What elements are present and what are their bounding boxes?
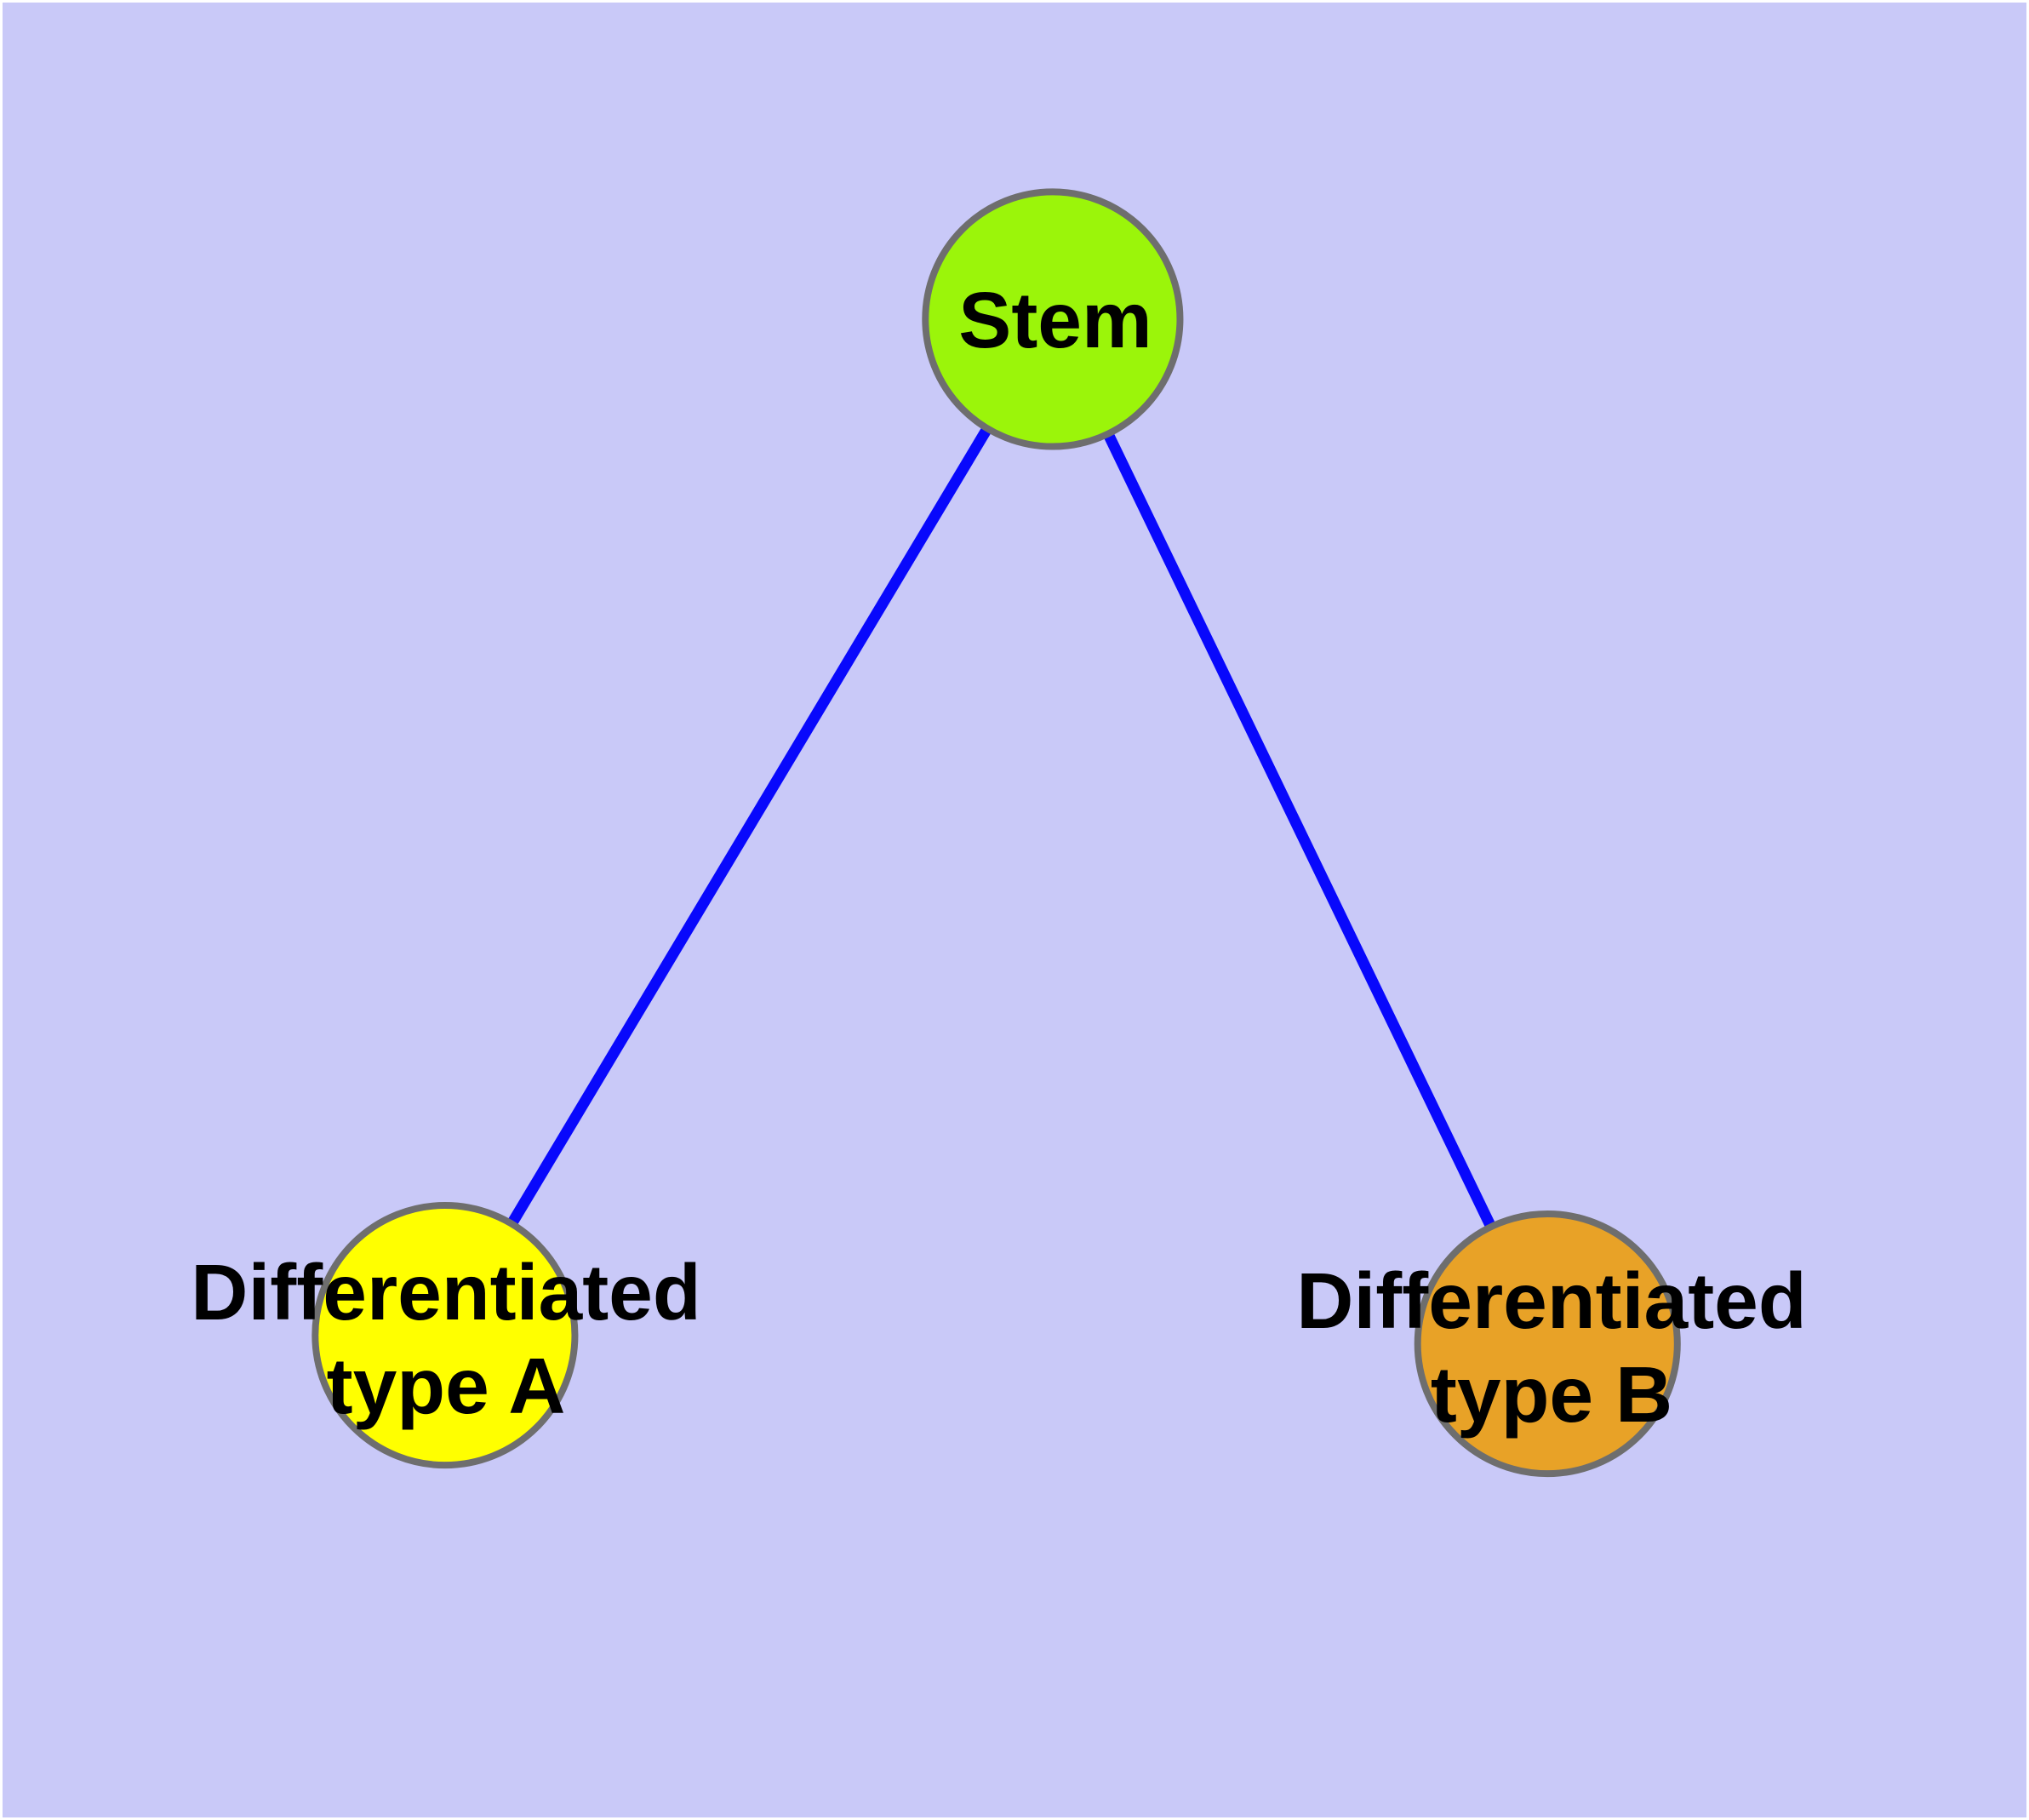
graph-svg — [311, 188, 1681, 1478]
node-type-a — [311, 1202, 579, 1469]
node-stem — [922, 188, 1184, 450]
edge-stem-to-type-a — [440, 316, 1058, 1338]
node-type-b — [1414, 1210, 1681, 1478]
edge-stem-to-type-b — [1048, 317, 1553, 1347]
